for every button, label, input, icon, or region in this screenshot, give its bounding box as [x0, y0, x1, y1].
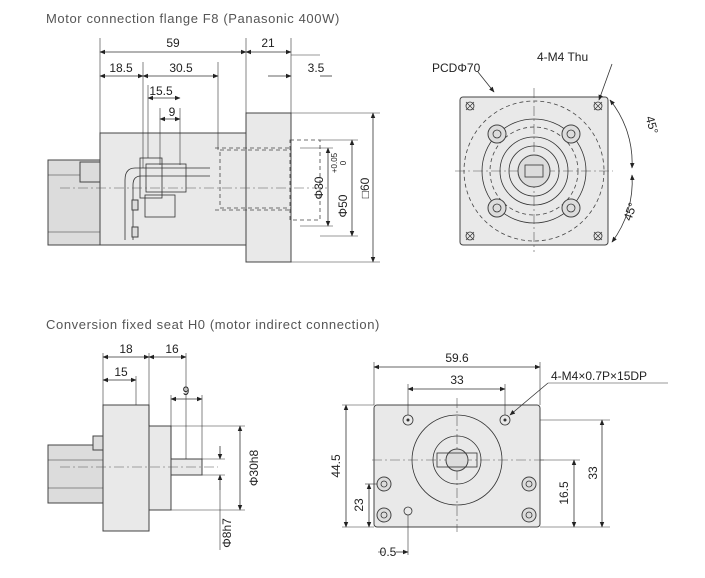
dim-16-5: 16.5: [557, 481, 571, 505]
dim-3-5: 3.5: [308, 61, 325, 75]
label-angle-45-top: 45°: [643, 114, 661, 135]
label-pcd: PCDΦ70: [432, 61, 481, 75]
dim-21: 21: [261, 36, 275, 50]
adapter-body: [99, 132, 247, 246]
dim-23: 23: [352, 498, 366, 512]
dim-18: 18: [119, 342, 133, 356]
dim-phi50-tol-lower: 0: [339, 160, 348, 165]
dim-59-6: 59.6: [445, 351, 469, 365]
inner-bolt-holes: [487, 124, 581, 218]
dim-9-seat: 9: [183, 384, 190, 398]
dim-59: 59: [166, 36, 180, 50]
dim-phi30h8: Φ30h8: [247, 450, 261, 487]
corner-holes: [465, 101, 603, 241]
flange-front-view: PCDΦ70 4-M4 Thu 45° 45°: [432, 50, 661, 252]
seat-boss: [148, 425, 172, 511]
dim-18-5: 18.5: [109, 61, 133, 75]
dim-15-5: 15.5: [149, 84, 173, 98]
seat-block: [102, 404, 150, 532]
dim-phi30: Φ30: [312, 176, 326, 199]
dim-phi50-tol-upper: +0.05: [330, 152, 339, 173]
dim-sq60: □60: [358, 177, 372, 198]
label-4-m4-thu: 4-M4 Thu: [537, 50, 588, 64]
flange-side-view: 59 21 18.5 30.5 3.5 15.5 9 Φ30 Φ50 +0.05…: [47, 36, 380, 263]
dim-15: 15: [114, 365, 128, 379]
seat-section-title: Conversion fixed seat H0 (motor indirect…: [46, 317, 380, 332]
dim-0-5: 0.5: [380, 545, 397, 559]
label-angle-45-bottom: 45°: [621, 201, 640, 223]
dim-phi8h7: Φ8h7: [220, 518, 234, 548]
seat-holes: [376, 414, 537, 523]
label-4-m4-holes: 4-M4×0.7P×15DP: [551, 369, 647, 383]
dim-9-flange: 9: [169, 105, 176, 119]
dim-phi50: Φ50: [336, 194, 350, 217]
motor-body-lower: [47, 444, 104, 504]
dim-44-5: 44.5: [329, 454, 343, 478]
dim-33-right: 33: [586, 466, 600, 480]
dim-30-5: 30.5: [169, 61, 193, 75]
dim-16: 16: [165, 342, 179, 356]
seat-front-view: 59.6 33 4-M4×0.7P×15DP 44.5 23 16.5 33 0…: [329, 351, 668, 559]
flange-plate: [245, 112, 292, 263]
seat-side-view: 18 16 15 9 Φ30h8 Φ8h7: [47, 342, 261, 550]
dim-33-top: 33: [450, 373, 464, 387]
flange-section-title: Motor connection flange F8 (Panasonic 40…: [46, 11, 340, 26]
